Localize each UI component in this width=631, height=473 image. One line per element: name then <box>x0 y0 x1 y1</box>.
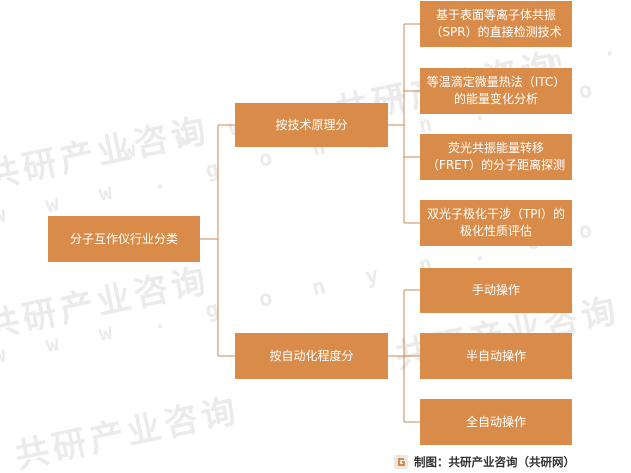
leaf-node: 半自动操作 <box>420 333 572 379</box>
branch-node-automation: 按自动化程度分 <box>235 333 388 379</box>
footer-credit-text: 制图：共研产业咨询（共研网） <box>414 455 575 469</box>
leaf-node: 双光子极化干涉（TPI）的极化性质评估 <box>420 200 572 246</box>
leaf-node: 等温滴定微量热法（ITC）的能量变化分析 <box>420 68 572 114</box>
root-node: 分子互作仪行业分类 <box>48 216 200 262</box>
branch-node-technology: 按技术原理分 <box>235 103 388 147</box>
leaf-node: 全自动操作 <box>420 399 572 445</box>
footer-credit: 制图：共研产业咨询（共研网） <box>394 452 575 472</box>
leaf-node: 基于表面等离子体共振（SPR）的直接检测技术 <box>420 1 572 47</box>
gonyn-logo-icon <box>394 455 408 469</box>
leaf-node: 荧光共振能量转移（FRET）的分子距离探测 <box>420 134 572 180</box>
leaf-node: 手动操作 <box>420 268 572 313</box>
